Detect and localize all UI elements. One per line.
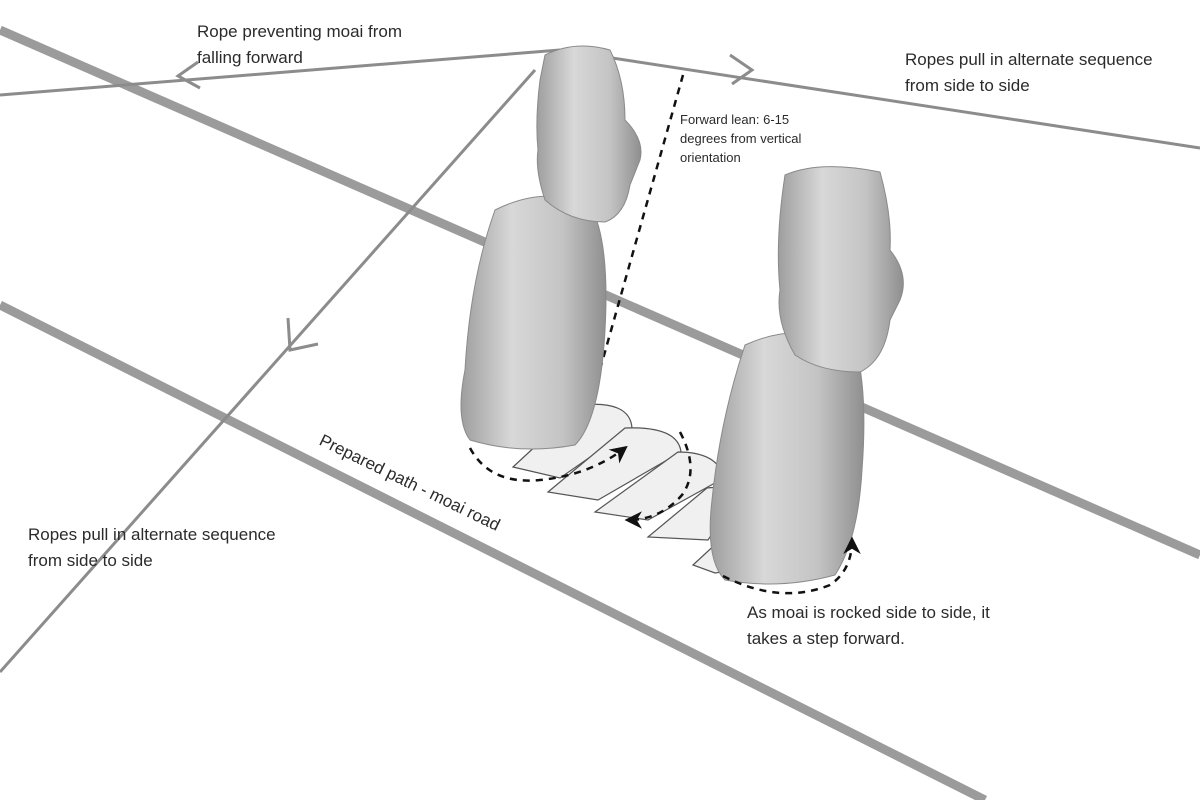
rope-left xyxy=(0,69,537,673)
label-line: from side to side xyxy=(905,76,1030,95)
label-line: Ropes pull in alternate sequence xyxy=(28,525,276,544)
rope-arrow-icon xyxy=(175,60,201,90)
ropes xyxy=(0,48,1200,673)
label-rocking: As moai is rocked side to side, it takes… xyxy=(747,600,990,652)
label-line: orientation xyxy=(680,150,741,165)
rope-front xyxy=(0,48,561,97)
label-line: takes a step forward. xyxy=(747,629,905,648)
forward-lean-line xyxy=(588,74,685,406)
label-line: Rope preventing moai from xyxy=(197,22,403,41)
moai-statue-front xyxy=(709,166,904,585)
moai-statue-back xyxy=(460,45,642,450)
label-line: falling forward xyxy=(197,48,303,67)
label-line: Forward lean: 6-15 xyxy=(680,112,790,127)
rope-arrow-icon xyxy=(729,53,755,86)
label-ropes-right: Ropes pull in alternate sequence from si… xyxy=(905,47,1153,99)
label-line: Ropes pull in alternate sequence xyxy=(905,50,1153,69)
rocking-arrows xyxy=(468,431,861,595)
road-edge-lower xyxy=(0,300,988,800)
label-line: from side to side xyxy=(28,551,153,570)
label-rope-forward: Rope preventing moai from falling forwar… xyxy=(197,19,402,71)
label-forward-lean: Forward lean: 6-15 degrees from vertical… xyxy=(680,110,801,167)
rope-arrow-icon xyxy=(286,317,319,352)
label-line: As moai is rocked side to side, it xyxy=(747,603,990,622)
label-line: degrees from vertical xyxy=(680,131,802,146)
rope-right xyxy=(559,48,1200,150)
label-ropes-left: Ropes pull in alternate sequence from si… xyxy=(28,522,276,574)
